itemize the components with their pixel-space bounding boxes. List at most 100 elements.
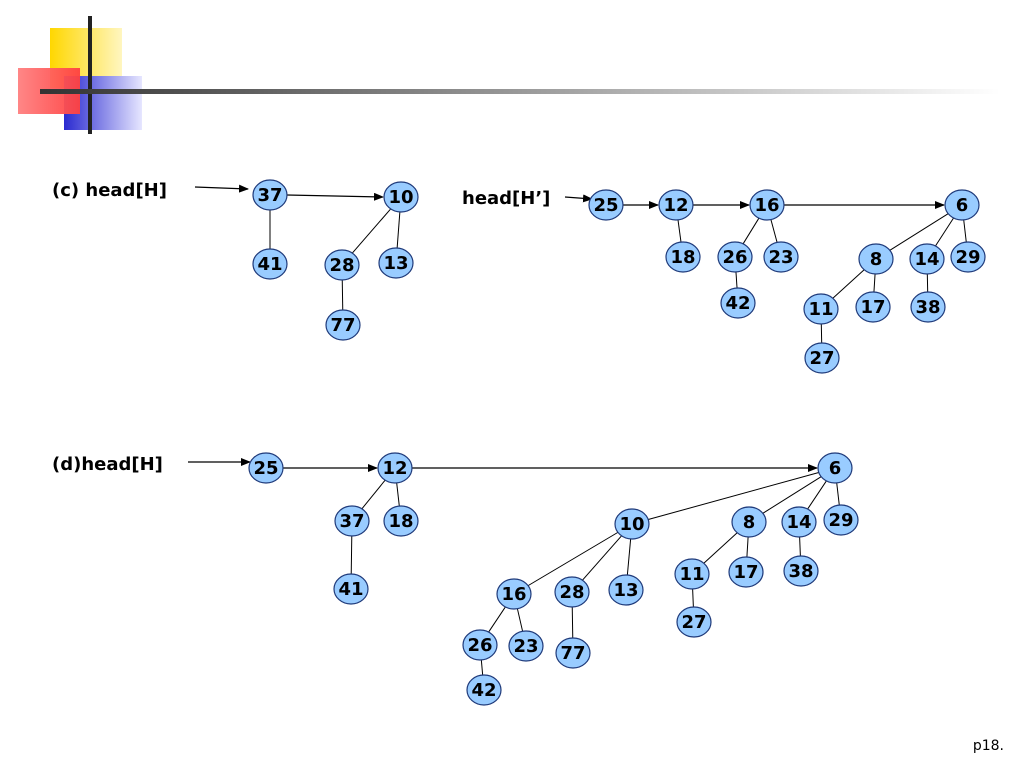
node-key: 14 [786,512,811,533]
node-circle [749,189,785,221]
node-c2-29: 29 [950,241,986,273]
node-key: 41 [257,254,282,275]
head-pointer-arrow [564,194,593,203]
node-circle [333,573,369,605]
edge-d-37-41 [350,535,353,575]
node-d-38: 38 [783,555,819,587]
node-key: 11 [679,564,704,585]
node-circle [803,293,839,325]
edge-c1-28-77 [341,279,344,311]
node-d-18: 18 [383,505,419,537]
node-d-14: 14 [781,506,817,538]
node-circle [554,576,590,608]
node-circle [823,504,859,536]
edge-d-6-29 [836,482,840,506]
node-key: 27 [681,612,706,633]
node-d-8: 8 [731,506,767,538]
node-c2-23: 23 [763,241,799,273]
node-circle [817,452,853,484]
node-circle [608,574,644,606]
edge-d-26-42 [480,659,484,676]
node-circle [658,189,694,221]
node-circle [858,243,894,275]
node-circle [496,578,532,610]
node-c1-37: 37 [252,179,288,211]
node-key: 26 [467,635,492,656]
node-circle [588,189,624,221]
node-key: 29 [955,247,980,268]
node-c2-25: 25 [588,189,624,221]
edge-d-12-18 [396,482,400,507]
edge-d-8-11 [703,532,738,564]
head-pointer-arrow [194,184,249,193]
node-circle [252,179,288,211]
node-d-17: 17 [728,556,764,588]
node-circle [855,291,891,323]
node-key: 28 [329,255,354,276]
node-key: 17 [860,297,885,318]
edge-c1-10-28 [351,208,392,254]
node-key: 28 [559,582,584,603]
node-circle [728,556,764,588]
node-d-37: 37 [334,505,370,537]
node-d-42: 42 [466,674,502,706]
label-c-head: (c) head[H] [52,180,167,201]
edge-d-6-10 [648,471,819,521]
page-number: p18. [972,738,1004,754]
edge-c2-12-18 [677,219,682,243]
node-circle [252,248,288,280]
node-circle [944,189,980,221]
node-c2-12: 12 [658,189,694,221]
edge-d-16-26 [488,606,506,633]
logo-vertical-bar [88,16,92,134]
node-key: 25 [253,458,278,479]
node-circle [377,452,413,484]
node-key: 13 [613,580,638,601]
node-circle [804,342,840,374]
node-key: 42 [725,293,750,314]
node-circle [466,674,502,706]
node-c2-38: 38 [910,291,946,323]
node-circle [781,506,817,538]
node-circle [378,247,414,279]
node-key: 26 [722,247,747,268]
node-c2-26: 26 [717,241,753,273]
node-key: 23 [768,247,793,268]
edge-c2-6-8 [889,213,949,251]
node-circle [614,508,650,540]
node-c2-8: 8 [858,243,894,275]
node-d-13: 13 [608,574,644,606]
node-key: 42 [471,680,496,701]
node-key: 18 [670,247,695,268]
node-key: 16 [501,584,526,605]
node-d-25: 25 [248,452,284,484]
node-key: 38 [915,297,940,318]
node-d-6: 6 [817,452,853,484]
edge-d-11-27 [692,588,694,608]
decorative-logo [18,16,1000,134]
root-list-arrow-c1-37-10 [286,192,384,201]
node-c1-28: 28 [324,249,360,281]
edge-c1-10-13 [396,211,401,249]
node-c2-11: 11 [803,293,839,325]
node-circle [909,243,945,275]
edge-c2-26-42 [735,271,738,289]
node-key: 37 [339,511,364,532]
node-circle [674,558,710,590]
header-rule [40,89,1000,94]
node-key: 10 [619,514,644,535]
node-key: 77 [330,315,355,336]
node-d-28: 28 [554,576,590,608]
node-d-26: 26 [462,629,498,661]
node-d-11: 11 [674,558,710,590]
edge-c2-16-26 [742,217,760,245]
node-key: 10 [388,187,413,208]
node-c1-10: 10 [383,181,419,213]
root-list-arrows [188,184,945,472]
node-key: 16 [754,195,779,216]
node-circle [665,241,701,273]
node-circle [324,249,360,281]
edge-d-10-16 [527,531,619,587]
node-circle [508,630,544,662]
node-key: 18 [388,511,413,532]
